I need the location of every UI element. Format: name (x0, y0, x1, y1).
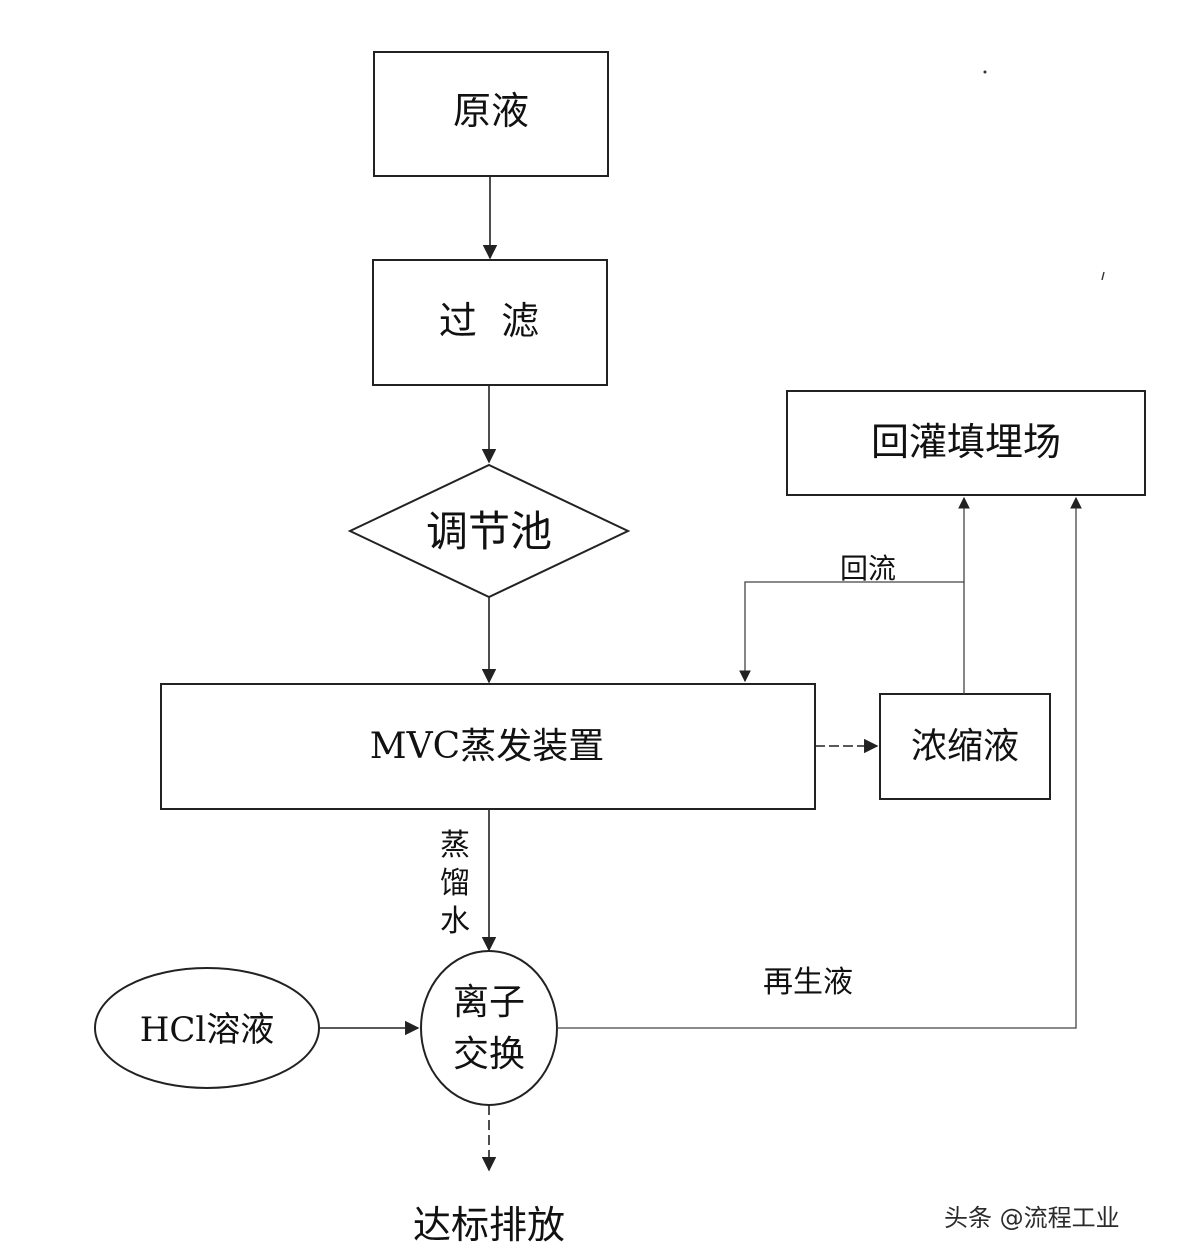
hcl-solution-label: HCl溶液 (140, 1010, 275, 1050)
mvc-evaporator-label: MVC蒸发装置 (370, 726, 604, 767)
filtration-label: 过 滤 (439, 299, 539, 343)
landfill-box (786, 390, 1146, 496)
distilled-water-char-1: 蒸 (440, 828, 470, 863)
concentrate-box (879, 693, 1051, 800)
scan-speck (983, 70, 987, 74)
concentrate-label: 浓缩液 (911, 726, 1019, 767)
distilled-water-char-3: 水 (440, 904, 470, 939)
watermark: 头条 @流程工业 (944, 1204, 1120, 1232)
discharge-label: 达标排放 (413, 1203, 565, 1247)
ion-exchange-label-line2: 交换 (453, 1034, 525, 1075)
scan-speck (1101, 271, 1105, 281)
filtration-box (372, 259, 608, 386)
ion-exchange-label-line1: 离子 (453, 982, 525, 1023)
reflux-label: 回流 (840, 552, 896, 585)
raw-liquid-box (373, 51, 609, 177)
reflux-line (739, 581, 965, 694)
distilled-water-char-2: 馏 (440, 866, 470, 901)
raw-liquid-label: 原液 (453, 89, 529, 133)
regulating-tank-label: 调节池 (426, 507, 552, 556)
regenerant-label: 再生液 (763, 965, 853, 1000)
regenerant-line (557, 496, 1082, 1029)
mvc-evaporator-box (160, 683, 816, 810)
landfill-label: 回灌填埋场 (871, 420, 1061, 464)
ion-exchange-circle (420, 950, 558, 1106)
